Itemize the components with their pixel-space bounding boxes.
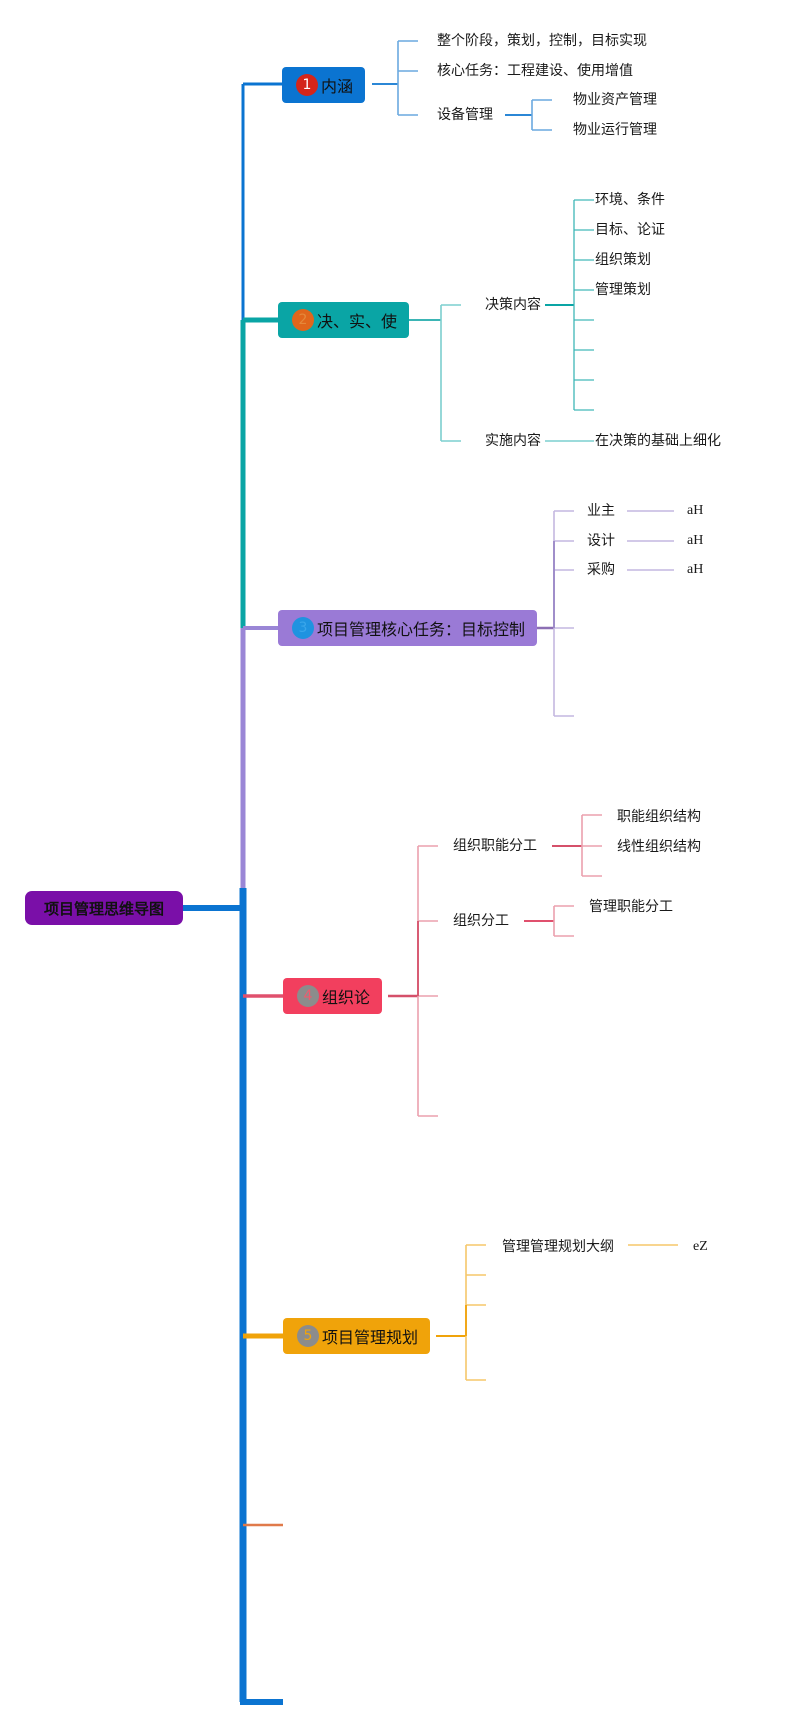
leaf-label[interactable]: aH [687, 533, 704, 548]
subtopic-label[interactable]: 整个阶段，策划，控制，目标实现 [437, 33, 647, 49]
subtopic-label[interactable]: 采购 [587, 562, 615, 578]
subtopic-label[interactable]: 业主 [587, 503, 615, 519]
leaf-label[interactable]: 管理职能分工 [589, 899, 673, 915]
topic-label: 项目管理核心任务：目标控制 [317, 620, 526, 639]
subtopic-label[interactable]: 决策内容 [485, 297, 541, 313]
leaf-label[interactable]: 职能组织结构 [617, 809, 701, 825]
leaf-label[interactable]: eZ [693, 1239, 708, 1254]
topic-label: 项目管理规划 [322, 1328, 419, 1347]
leaf-label[interactable]: 物业资产管理 [573, 92, 657, 108]
leaf-label[interactable]: aH [687, 503, 704, 518]
number-badge-icon: 4 [297, 985, 319, 1007]
leaf-label[interactable]: 在决策的基础上细化 [595, 433, 721, 449]
subtopic-label[interactable]: 实施内容 [485, 433, 541, 449]
topic-node-core-task[interactable]: 3 项目管理核心任务：目标控制 [278, 610, 538, 646]
topic-label: 组织论 [322, 988, 371, 1007]
subtopic-label[interactable]: 核心任务：工程建设、使用增值 [437, 63, 633, 79]
topic-node-jue-shi-shi[interactable]: 2 决、实、使 [278, 302, 410, 338]
topic-label: 内涵 [321, 77, 354, 96]
number-badge-icon: 5 [297, 1325, 319, 1347]
subtopic-label[interactable]: 组织分工 [453, 913, 509, 929]
leaf-label[interactable]: 物业运行管理 [573, 122, 657, 138]
subtopic-label[interactable]: 设备管理 [437, 107, 493, 123]
leaf-label[interactable]: 管理策划 [595, 282, 651, 298]
number-badge-icon: 1 [296, 74, 318, 96]
number-badge-icon: 2 [292, 309, 314, 331]
topic-node-planning[interactable]: 5 项目管理规划 [283, 1318, 431, 1354]
number-badge-icon: 3 [292, 617, 314, 639]
root-node[interactable]: 项目管理思维导图 [25, 891, 183, 925]
leaf-label[interactable]: 目标、论证 [595, 222, 665, 238]
leaf-label[interactable]: 线性组织结构 [617, 839, 701, 855]
leaf-label[interactable]: 环境、条件 [595, 192, 665, 208]
leaf-label[interactable]: aH [687, 562, 704, 577]
subtopic-label[interactable]: 组织职能分工 [453, 838, 537, 854]
root-label: 项目管理思维导图 [43, 899, 164, 918]
subtopic-label[interactable]: 设计 [587, 533, 615, 549]
subtopic-label[interactable]: 管理管理规划大纲 [502, 1239, 614, 1255]
topic-node-organization[interactable]: 4 组织论 [283, 978, 383, 1014]
topic-node-neihan[interactable]: 1 内涵 [282, 67, 366, 103]
topic-label: 决、实、使 [317, 312, 398, 331]
leaf-label[interactable]: 组织策划 [595, 252, 651, 268]
